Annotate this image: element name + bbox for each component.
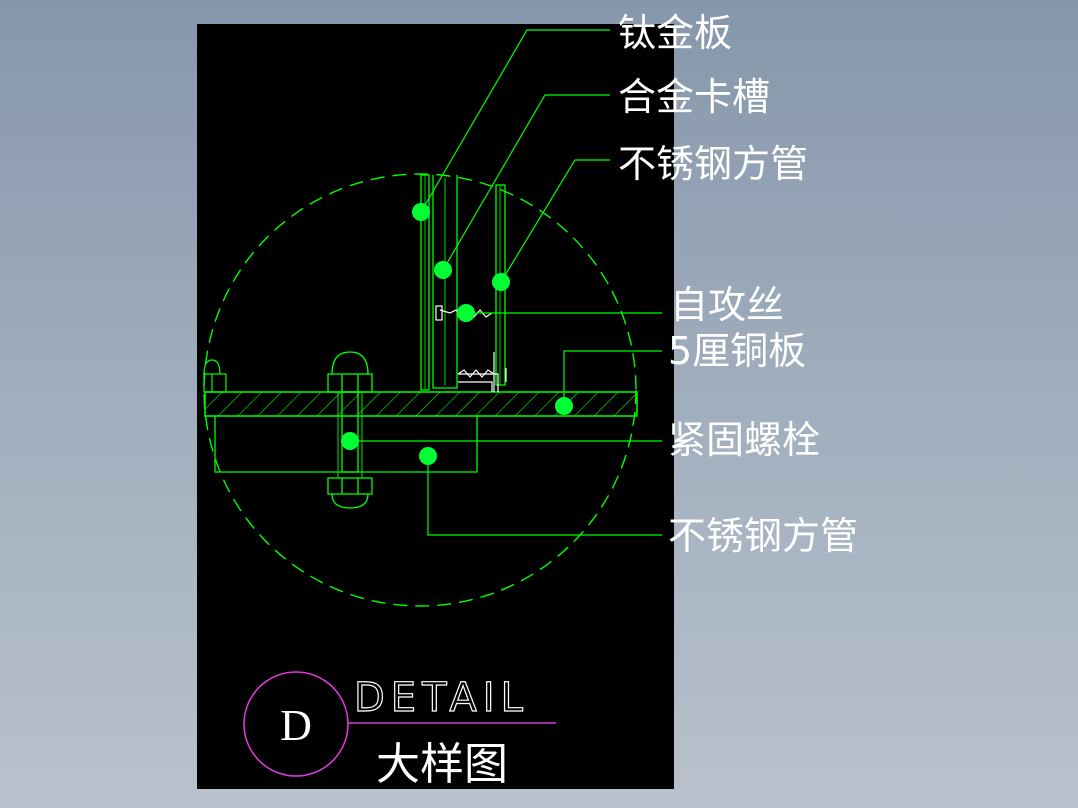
leader-titanium [420,29,610,213]
callout-fastening-bolt: 紧固螺栓 [668,418,821,462]
node-markers [341,203,573,465]
leader-square-tube-bottom [427,456,662,536]
node-titanium [412,203,430,221]
detail-symbol-circle [243,671,349,777]
callout-alloy-channel: 合金卡槽 [618,75,771,119]
callout-self-tapping-screw: 自攻丝 [670,283,785,327]
callout-titanium-plate: 钛金板 [618,11,733,55]
detail-english-title: DETAIL [354,675,529,721]
fastening-bolt [327,351,373,509]
node-copper-plate [555,397,573,415]
detail-chinese-title: 大样图 [376,739,508,790]
leader-copper-plate [563,350,662,406]
angle-bracket [458,352,499,392]
detail-symbol-letter: D [280,701,312,750]
leader-lines [350,29,662,536]
callout-square-tube-top: 不锈钢方管 [618,142,809,186]
self-tapping-screw-lower [457,368,507,382]
fastening-bolt-left-partial [203,359,227,393]
node-bolt [341,432,359,450]
callout-copper-plate: 5厘铜板 [668,329,807,373]
detail-boundary-circle [203,173,637,607]
callout-square-tube-bottom: 不锈钢方管 [668,514,859,558]
node-square-tube-bottom [419,447,437,465]
alloy-channel [432,175,458,389]
node-screw [457,304,475,322]
leader-alloy-channel [442,94,610,271]
leader-square-tube-top [500,159,610,283]
node-square-tube-top [492,273,510,291]
node-alloy-channel [434,261,452,279]
